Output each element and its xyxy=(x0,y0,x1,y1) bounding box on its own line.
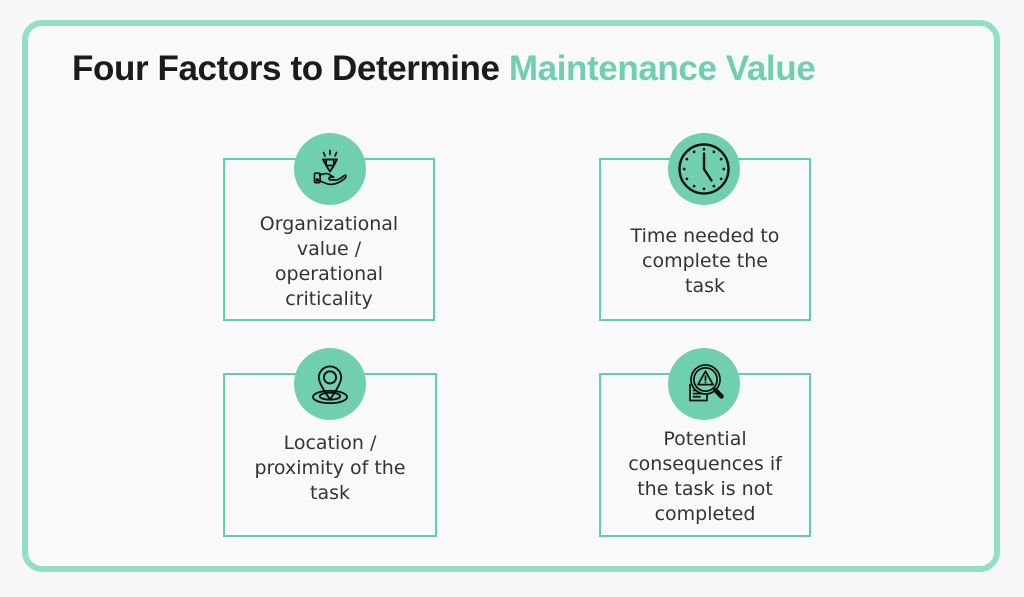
factor-card-label: Location / proximity of the task xyxy=(254,432,406,504)
outer-frame-border xyxy=(22,20,1000,572)
factor-card-location-proximity: Location / proximity of the task xyxy=(223,373,437,537)
factor-card-label: Potential consequences if the task is no… xyxy=(628,428,782,525)
clock-icon xyxy=(668,133,740,205)
hand-holding-diamond-icon xyxy=(294,133,366,205)
factor-card-potential-consequences: Potential consequences if the task is no… xyxy=(599,373,811,537)
page-title: Four Factors to Determine Maintenance Va… xyxy=(72,46,816,92)
page-title-accent-part: Maintenance Value xyxy=(508,49,816,88)
factor-card-label: Organizational value / operational criti… xyxy=(259,213,399,310)
magnifier-warning-document-icon xyxy=(668,348,740,420)
factor-card-label: Time needed to complete the task xyxy=(630,225,780,297)
map-pin-icon xyxy=(294,348,366,420)
factor-card-organizational-value: Organizational value / operational criti… xyxy=(223,158,435,321)
page-title-dark-part: Four Factors to Determine xyxy=(72,49,509,88)
